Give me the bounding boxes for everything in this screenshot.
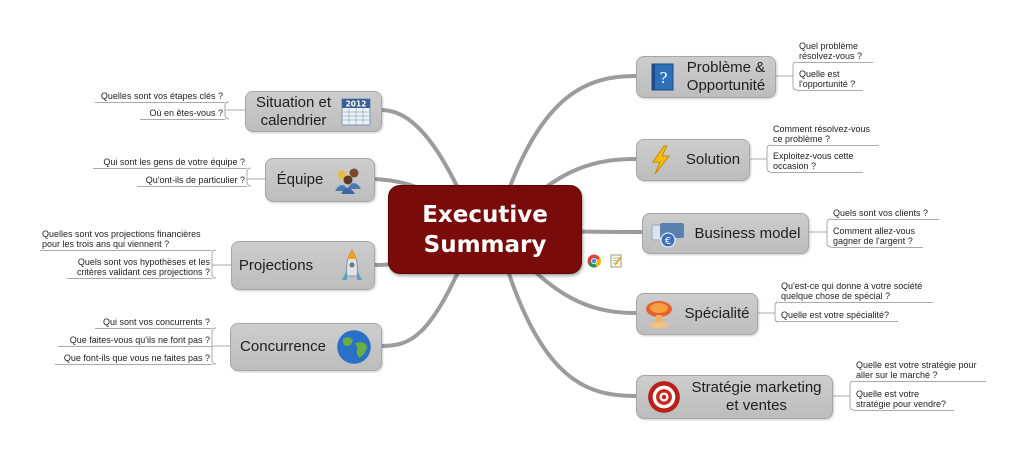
leaf-item[interactable]: Quelles sont vos projections financières… — [40, 229, 212, 251]
leaf-item[interactable]: Quels sont vos clients ? — [831, 208, 939, 220]
leaf-line: gagner de l'argent ? — [833, 236, 913, 246]
node-specialite[interactable]: Spécialité — [636, 293, 758, 335]
euro-card-icon: € — [651, 222, 684, 247]
leaf-line: Quelles sont vos projections financières — [42, 229, 201, 239]
leaf-line: stratégie pour vendre? — [856, 399, 947, 409]
globe-icon — [337, 330, 371, 364]
leaf-line: résolvez-vous ? — [799, 51, 863, 61]
link-strategie — [498, 243, 638, 398]
explosion-icon — [646, 301, 673, 328]
node-label: Projections — [238, 256, 314, 274]
leaf-item[interactable]: Qui sont les gens de votre équipe ? — [93, 157, 247, 169]
svg-text:2012: 2012 — [346, 99, 367, 108]
leaf-line: ce problème ? — [773, 134, 831, 144]
node-label: Situation et — [255, 93, 332, 111]
central-topic[interactable]: Executive Summary — [388, 185, 582, 274]
node-label: et ventes — [726, 397, 787, 414]
leaf-line: Quelle est — [799, 69, 840, 79]
node-concurrence[interactable]: Concurrence — [230, 323, 382, 371]
node-business-model[interactable]: € Business model — [642, 213, 809, 254]
node-label: Concurrence — [240, 338, 326, 355]
svg-text:?: ? — [659, 69, 667, 87]
leaf-line: Quel problème — [799, 41, 859, 51]
leaf-line: Quelle est votre stratégie pour — [856, 360, 977, 370]
chrome-icon[interactable] — [587, 254, 601, 268]
link-concurrence — [378, 243, 472, 348]
leaf-item[interactable]: Quelle est votre spécialité? — [779, 310, 898, 322]
lightning-icon — [651, 145, 670, 175]
node-label: calendrier — [260, 111, 327, 129]
central-topic-line2: Summary — [423, 231, 547, 258]
leaf-line: Exploitez-vous cette — [773, 151, 854, 161]
node-label: Business model — [694, 224, 801, 242]
target-icon — [648, 381, 681, 413]
leaf-line: aller sur le marché ? — [856, 370, 938, 380]
leaf-item[interactable]: Quelles sont vos étapes clés ? — [95, 91, 225, 103]
team-icon — [335, 168, 362, 194]
leaf-line: Quels sont vos hypothèses et les — [77, 257, 210, 267]
node-label: Problème & — [686, 59, 766, 76]
leaf-line: occasion ? — [773, 161, 817, 171]
node-label: Solution — [685, 151, 741, 168]
leaf-line: Comment résolvez-vous — [773, 124, 871, 134]
node-solution[interactable]: Solution — [636, 139, 750, 181]
leaf-item[interactable]: Que font-ils que vous ne faites pas ? — [55, 353, 212, 365]
node-equipe[interactable]: Équipe — [265, 158, 375, 202]
leaf-item[interactable]: Où en êtes-vous ? — [140, 108, 225, 120]
leaf-line: Quelle est votre — [856, 389, 920, 399]
leaf-line: quelque chose de spécial ? — [781, 291, 891, 301]
node-label: Équipe — [276, 171, 324, 188]
leaf-line: critères validant ces projections ? — [76, 267, 210, 277]
node-projections[interactable]: Projections — [231, 241, 375, 290]
leaf-line: pour les trois ans qui viennent ? — [42, 239, 170, 249]
leaf-item[interactable]: Qu'ont-ils de particulier ? — [137, 175, 247, 187]
notes-icon[interactable] — [609, 254, 623, 268]
leaf-line: l'opportunité ? — [799, 79, 856, 89]
leaf-item[interactable]: Que faites-vous qu'ils ne font pas ? — [58, 335, 212, 347]
leaf-line: Qu'est-ce qui donne à votre société — [781, 281, 923, 291]
svg-text:€: € — [664, 236, 670, 247]
central-topic-line1: Executive — [422, 201, 548, 228]
node-label: Stratégie marketing — [691, 379, 822, 396]
node-label: Opportunité — [686, 77, 766, 94]
calendar-2012-icon: 2012 — [341, 98, 371, 125]
node-probleme-opportunite[interactable]: ? Problème &Opportunité — [636, 56, 776, 98]
question-book-icon: ? — [651, 63, 674, 91]
leaf-line: Comment allez-vous — [833, 226, 916, 236]
node-label: Spécialité — [684, 305, 750, 322]
rocket-icon — [342, 248, 363, 280]
leaf-item[interactable]: Qui sont vos concurrents ? — [95, 317, 212, 329]
link-probleme — [498, 74, 638, 217]
